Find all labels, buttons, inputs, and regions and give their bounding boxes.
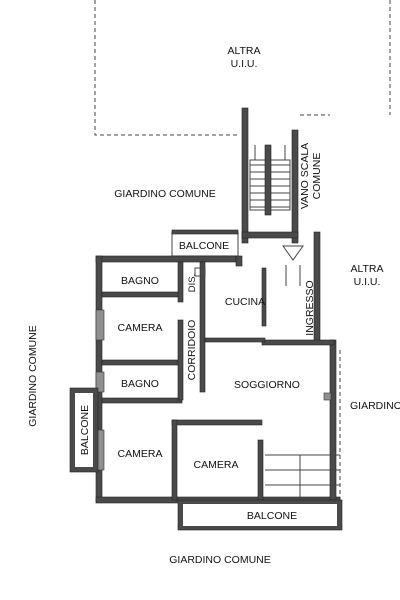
label-giardino-right: GIARDINO	[350, 400, 400, 412]
label-altra-uiu-right-2: U.I.U.	[354, 276, 381, 288]
upper-unit-boundary-right	[300, 0, 391, 116]
staircase	[241, 107, 299, 244]
label-balcone-bottom: BALCONE	[247, 510, 297, 522]
label-soggiorno: SOGGIORNO	[234, 379, 300, 391]
interior-walls	[101, 261, 267, 501]
label-cucina: CUCINA	[225, 296, 265, 308]
label-dis: DIS.	[187, 274, 198, 292]
label-corridoio: CORRIDOIO	[186, 320, 198, 381]
label-comune: COMUNE	[311, 153, 323, 200]
label-giardino-comune-left: GIARDINO COMUNE	[27, 325, 39, 427]
label-giardino-comune-bottom: GIARDINO COMUNE	[169, 554, 271, 566]
label-bagno-top: BAGNO	[121, 275, 159, 287]
label-ingresso: INGRESSO	[304, 280, 316, 335]
upper-unit-boundary	[94, 0, 240, 136]
label-altra-uiu-top: ALTRA	[227, 45, 260, 57]
label-vano-scala: VANO SCALA	[299, 143, 311, 209]
label-camera-2: CAMERA	[118, 448, 163, 460]
label-balcone-left: BALCONE	[79, 405, 91, 455]
label-balcone-top: BALCONE	[179, 240, 229, 252]
label-altra-uiu-top-2: U.I.U.	[231, 58, 258, 70]
label-camera-3: CAMERA	[194, 459, 239, 471]
label-altra-uiu-right: ALTRA	[350, 263, 383, 275]
label-giardino-comune-top: GIARDINO COMUNE	[114, 188, 216, 200]
label-camera-1: CAMERA	[118, 322, 163, 334]
label-bagno-bottom: BAGNO	[121, 378, 159, 390]
